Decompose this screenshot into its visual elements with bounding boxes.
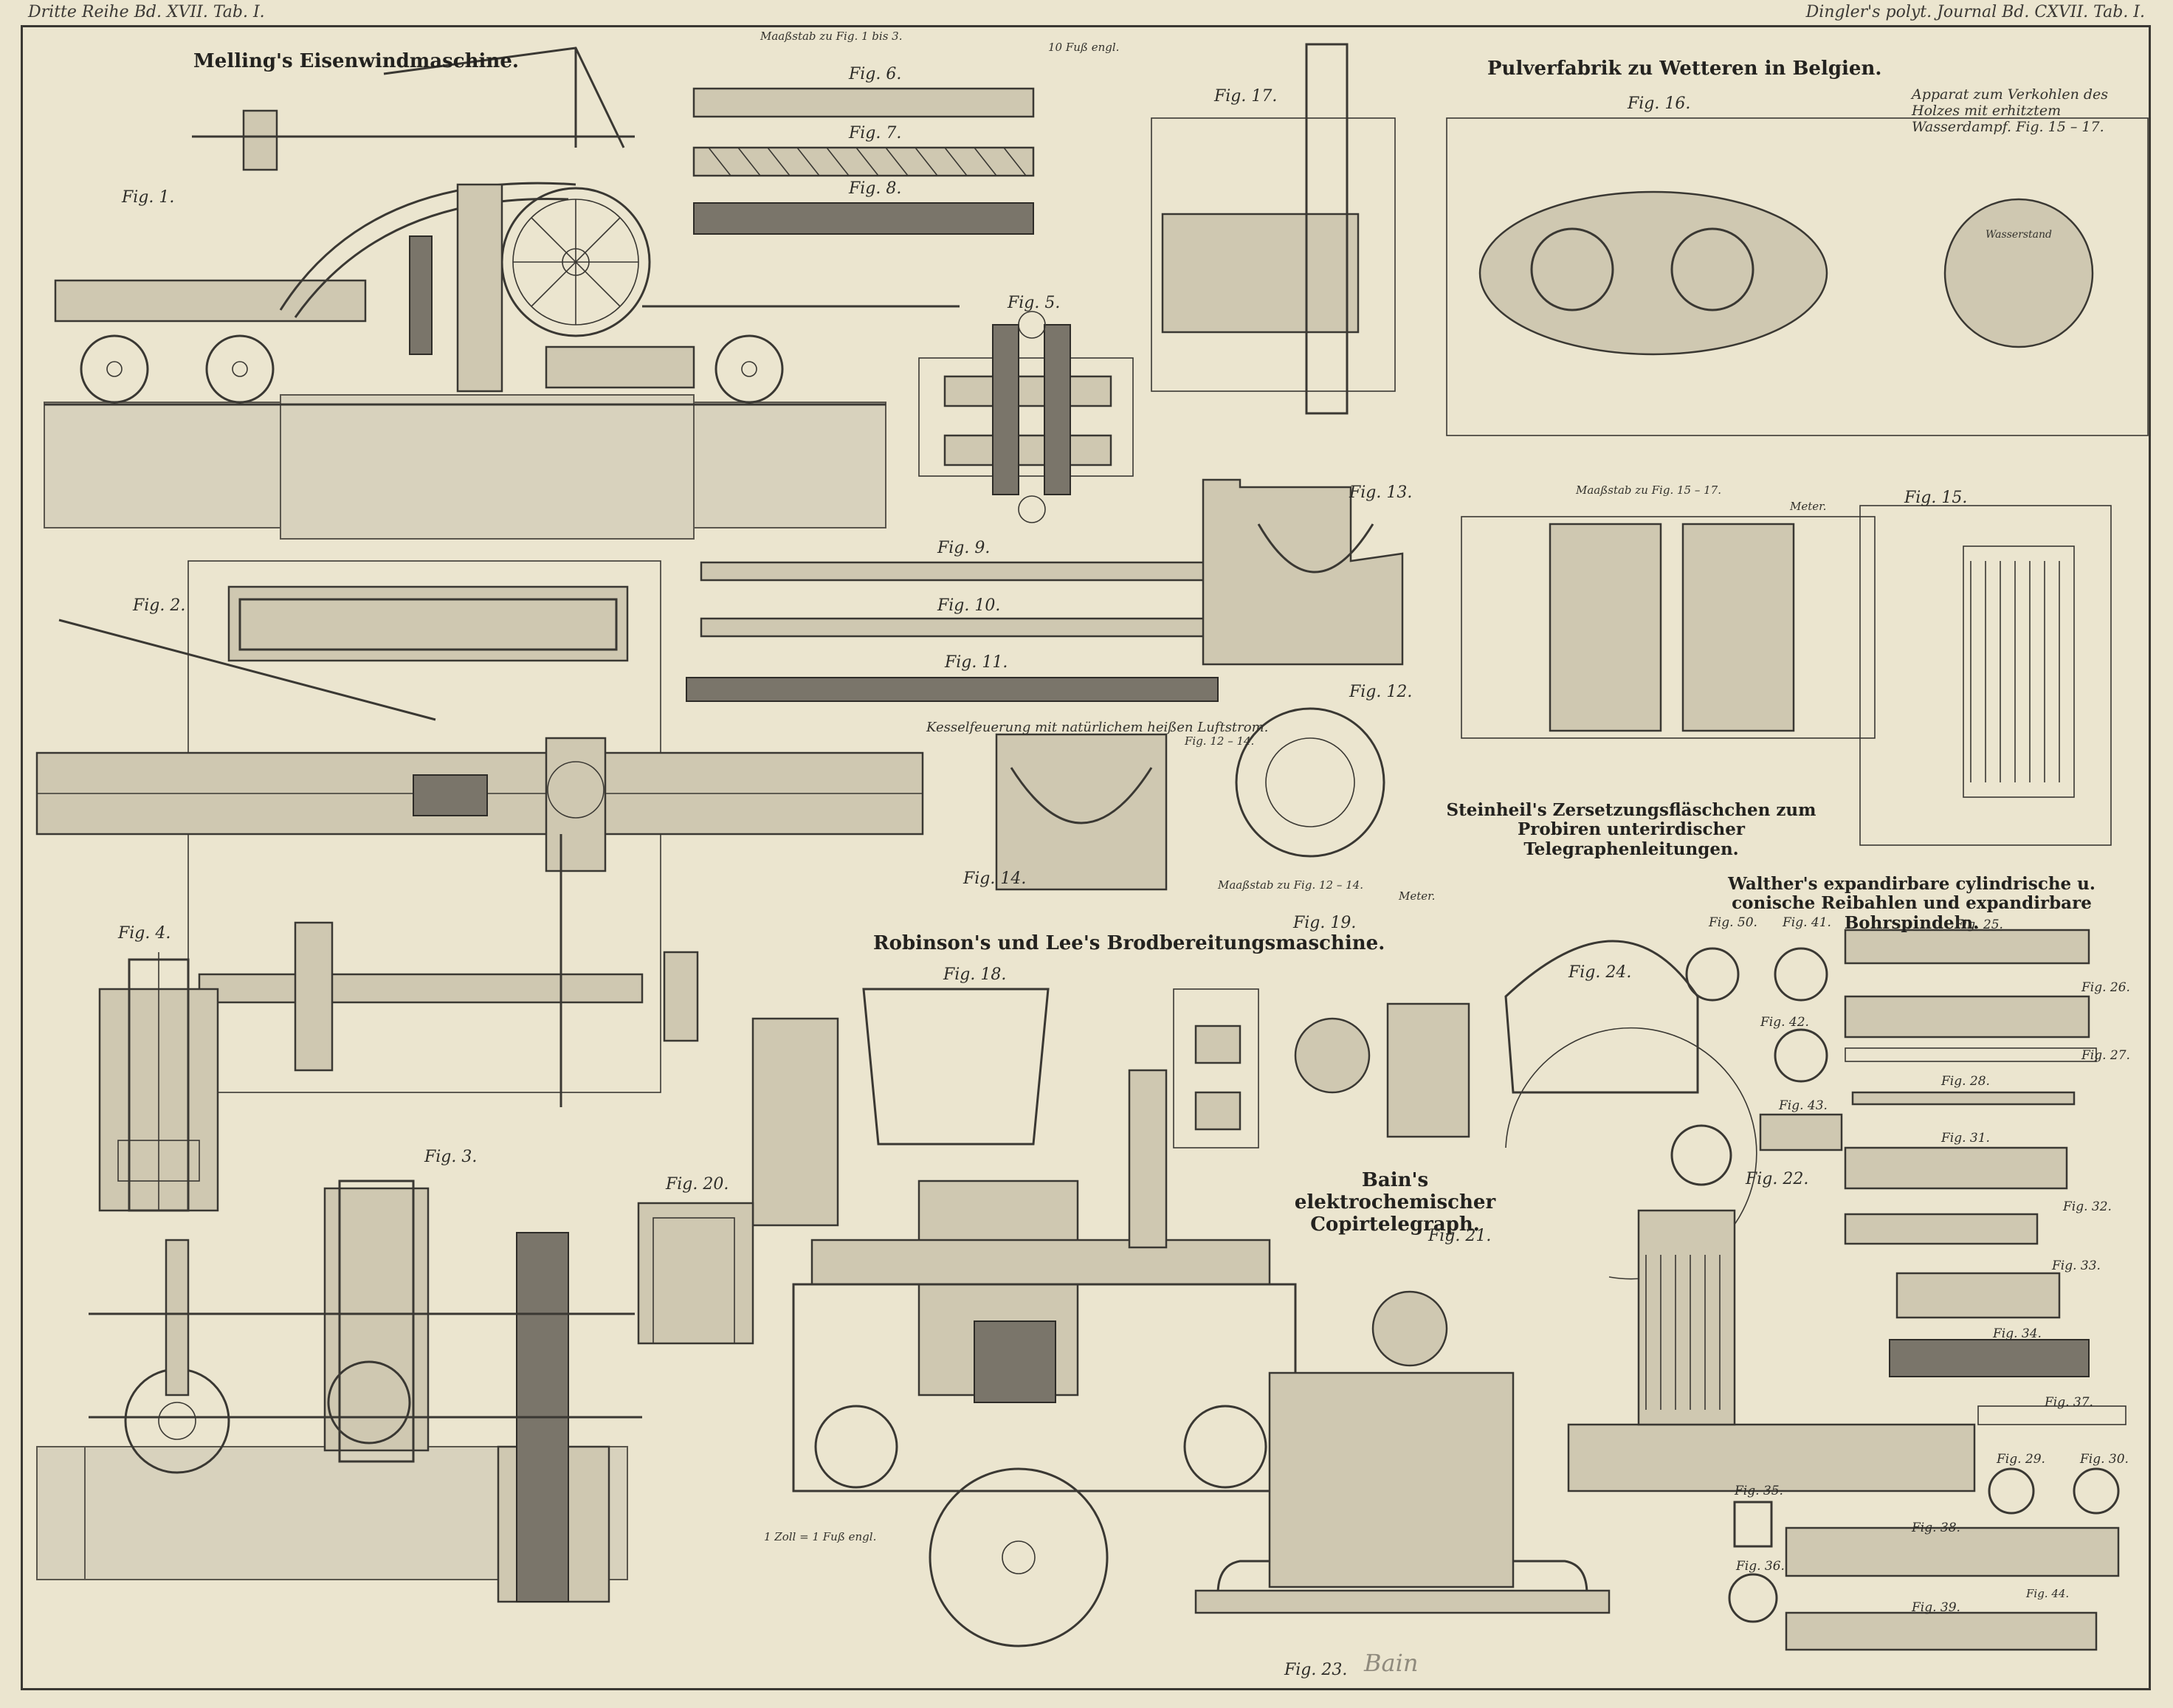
fig-42-label: Fig. 42. <box>1760 1015 1809 1030</box>
scale-fig1-3-end: 10 Fuß engl. <box>1048 41 1120 54</box>
fig-32-label: Fig. 32. <box>2063 1199 2112 1214</box>
fig-1-label: Fig. 1. <box>122 188 175 207</box>
signature-bain: Bain <box>1364 1649 1419 1677</box>
fig-5-label: Fig. 5. <box>1008 294 1061 312</box>
fig-23-label: Fig. 23. <box>1284 1661 1348 1679</box>
scale-fig15-17: Maaßstab zu Fig. 15 – 17. <box>1576 483 1721 497</box>
scale-fig15-17-end: Meter. <box>1790 500 1827 513</box>
fig-8-label: Fig. 8. <box>849 179 902 198</box>
fig18-drawing <box>751 988 1297 1647</box>
fig-22-label: Fig. 22. <box>1746 1170 1809 1188</box>
fig1-drawing <box>44 47 960 540</box>
fig-6-label: Fig. 6. <box>849 65 902 83</box>
title-apparat: Apparat zum Verkohlen des Holzes mit erh… <box>1912 86 2109 135</box>
fig-50-label: Fig. 50. <box>1709 915 1757 930</box>
title-melling: Melling's Eisenwindmaschine. <box>193 50 519 72</box>
scale-fig12-14-end: Meter. <box>1399 889 1436 903</box>
fig-25-label: Fig. 25. <box>1955 917 2003 932</box>
fig-14-label: Fig. 14. <box>963 870 1027 888</box>
fig-27-label: Fig. 27. <box>2081 1048 2130 1063</box>
fig-34-label: Fig. 34. <box>1993 1326 2042 1341</box>
fig-29-label: Fig. 29. <box>1997 1452 2045 1467</box>
fig-19-label: Fig. 19. <box>1293 914 1357 932</box>
fig-16-label: Fig. 16. <box>1628 94 1691 113</box>
fig-35-label: Fig. 35. <box>1735 1484 1783 1498</box>
title-walther: Walther's expandirbare cylindrische u. c… <box>1728 874 2095 933</box>
fig-36-label: Fig. 36. <box>1736 1559 1785 1574</box>
header-left: Dritte Reihe Bd. XVII. Tab. I. <box>28 3 265 21</box>
label-wasserstand: Wasserstand <box>1986 229 2053 241</box>
fig-44-label: Fig. 44. <box>2026 1587 2070 1600</box>
fig-13-label: Fig. 13. <box>1349 483 1413 502</box>
fig-20-label: Fig. 20. <box>666 1175 729 1194</box>
fig-38-label: Fig. 38. <box>1912 1521 1960 1535</box>
fig-4-label: Fig. 4. <box>118 924 171 943</box>
scale-fig1-3: Maaßstab zu Fig. 1 bis 3. <box>760 30 903 43</box>
label-fig12-14: Fig. 12 – 14. <box>1185 734 1255 748</box>
fig-31-label: Fig. 31. <box>1941 1131 1990 1146</box>
scale-fig18: 1 Zoll = 1 Fuß engl. <box>764 1530 877 1543</box>
fig-18-label: Fig. 18. <box>943 965 1007 984</box>
fig25-44-drawing <box>1685 929 2126 1651</box>
title-bain: Bain's elektrochemischer Copirtelegraph. <box>1294 1169 1496 1236</box>
title-steinheil: Steinheil's Zersetzungsfläschchen zum Pr… <box>1446 800 1816 859</box>
fig-2-label: Fig. 2. <box>133 596 186 615</box>
fig-28-label: Fig. 28. <box>1941 1074 1990 1089</box>
fig2-drawing <box>35 560 924 1107</box>
fig19-20-drawing <box>637 988 1470 1345</box>
fig-7-label: Fig. 7. <box>849 124 902 142</box>
title-robinson: Robinson's und Lee's Brodbereitungsmasch… <box>873 932 1385 954</box>
fig-12-label: Fig. 12. <box>1349 683 1413 701</box>
title-kesselfeuerung: Kesselfeuerung mit natürlichem heißen Lu… <box>926 720 1269 735</box>
fig-26-label: Fig. 26. <box>2081 980 2130 995</box>
fig-30-label: Fig. 30. <box>2080 1452 2129 1467</box>
fig9-11-drawing <box>686 561 1219 702</box>
scale-fig12-14: Maaßstab zu Fig. 12 – 14. <box>1218 878 1363 892</box>
fig5-drawing <box>918 311 1134 523</box>
fig4-drawing <box>98 952 219 1212</box>
fig15-17-drawing <box>1151 43 2149 846</box>
fig-17-label: Fig. 17. <box>1214 87 1278 106</box>
fig6-8-drawing <box>692 87 1035 235</box>
fig3-drawing <box>36 1180 642 1603</box>
fig-3-label: Fig. 3. <box>424 1148 478 1166</box>
fig21-24-drawing <box>1194 940 1976 1614</box>
fig-15-label: Fig. 15. <box>1904 489 1968 507</box>
fig-24-label: Fig. 24. <box>1568 963 1632 982</box>
fig-11-label: Fig. 11. <box>945 653 1008 672</box>
fig-10-label: Fig. 10. <box>937 596 1001 615</box>
fig-33-label: Fig. 33. <box>2052 1258 2101 1273</box>
plate-border <box>21 25 2151 1690</box>
fig-21-label: Fig. 21. <box>1428 1227 1492 1245</box>
fig-39-label: Fig. 39. <box>1912 1600 1960 1615</box>
header-right: Dingler's polyt. Journal Bd. CXVII. Tab.… <box>1805 3 2145 21</box>
fig-9-label: Fig. 9. <box>937 539 991 557</box>
title-pulverfabrik: Pulverfabrik zu Wetteren in Belgien. <box>1487 58 1882 80</box>
fig-41-label: Fig. 41. <box>1783 915 1831 930</box>
fig-43-label: Fig. 43. <box>1779 1098 1828 1113</box>
fig-37-label: Fig. 37. <box>2045 1395 2093 1410</box>
fig12-14-drawing <box>995 478 1404 891</box>
